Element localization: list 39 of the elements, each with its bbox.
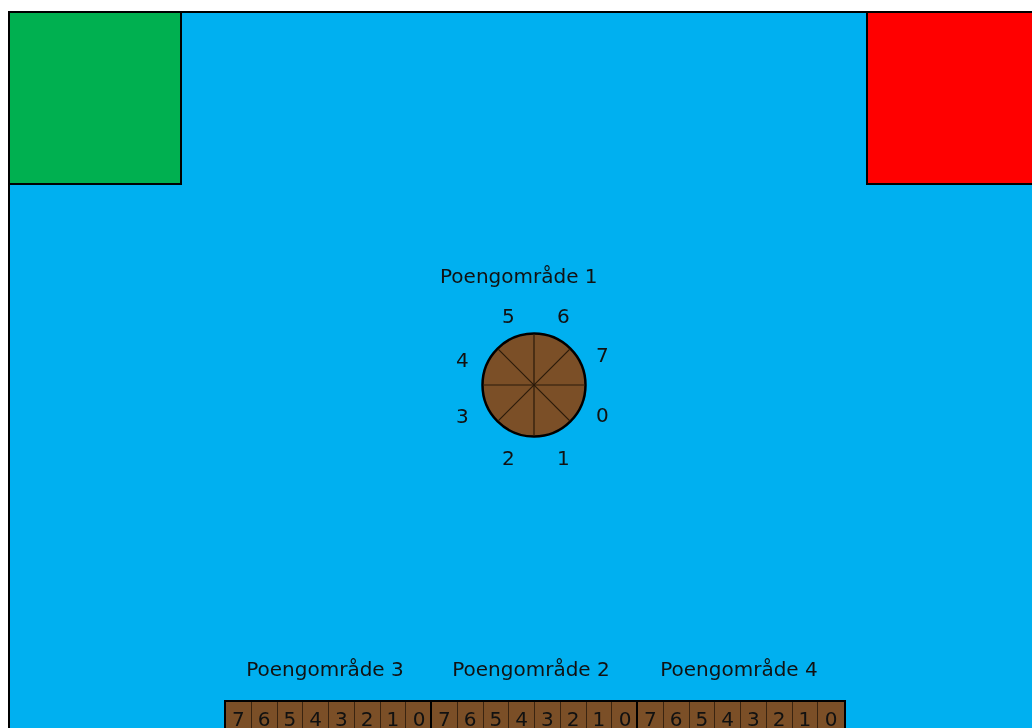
segment-number: 1 — [557, 448, 570, 468]
score-slot: 3 — [741, 702, 767, 728]
score-slot: 7 — [226, 702, 252, 728]
score-slot: 5 — [483, 702, 510, 728]
score-slot: 1 — [792, 702, 819, 728]
playing-field — [8, 11, 1032, 728]
segment-number: 6 — [557, 306, 570, 326]
score-slot: 4 — [715, 702, 741, 728]
segment-number: 5 — [502, 306, 515, 326]
segment-number: 3 — [456, 406, 469, 426]
score-slot: 2 — [560, 702, 587, 728]
score-slot: 4 — [509, 702, 535, 728]
score-slot: 1 — [586, 702, 613, 728]
score-slot: 0 — [406, 702, 432, 728]
segment-number: 4 — [456, 350, 469, 370]
score-slot: 5 — [689, 702, 716, 728]
score-slot: 6 — [457, 702, 484, 728]
segment-number: 2 — [502, 448, 515, 468]
zone-title: Poengområde 3 — [245, 659, 405, 679]
score-slot: 1 — [380, 702, 407, 728]
score-slot: 7 — [638, 702, 664, 728]
score-slot: 0 — [612, 702, 638, 728]
zone-title: Poengområde 1 — [440, 266, 598, 286]
zone-title: Poengområde 4 — [659, 659, 819, 679]
segment-number: 7 — [596, 345, 609, 365]
score-slot: 2 — [766, 702, 793, 728]
goal-zone — [866, 11, 1032, 185]
segment-number: 0 — [596, 405, 609, 425]
zone-title: Poengområde 2 — [451, 659, 611, 679]
score-slot: 4 — [303, 702, 329, 728]
start-zone — [8, 11, 182, 185]
score-slot: 2 — [354, 702, 381, 728]
score-slot: 6 — [251, 702, 278, 728]
score-slot: 7 — [432, 702, 458, 728]
score-slot: 3 — [535, 702, 561, 728]
score-slot: 6 — [663, 702, 690, 728]
score-slot: 5 — [277, 702, 304, 728]
score-slot: 0 — [818, 702, 844, 728]
score-slot: 3 — [329, 702, 355, 728]
